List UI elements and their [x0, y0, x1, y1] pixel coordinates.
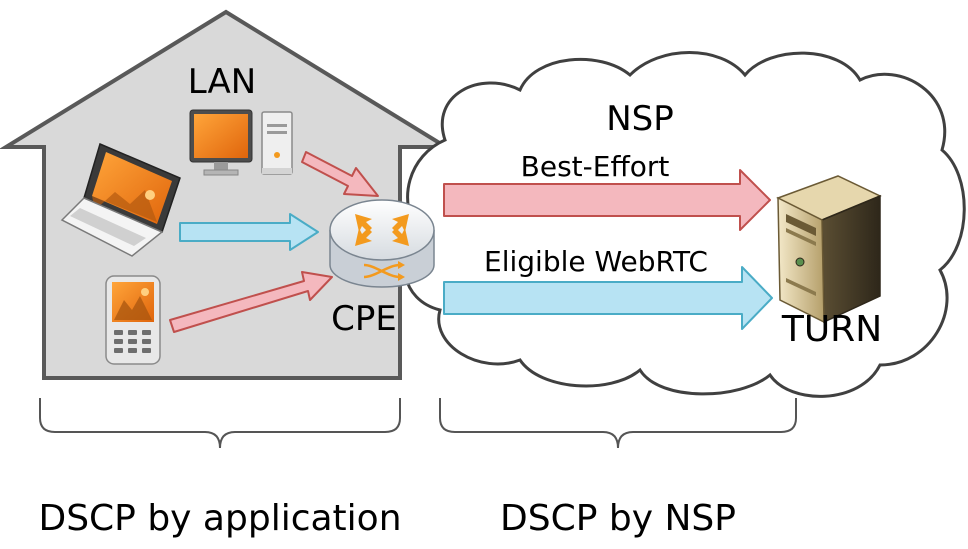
- best-effort-label: Best-Effort: [521, 150, 670, 183]
- arrow-eligible-webrtc: [443, 266, 773, 330]
- dscp-by-nsp-label: DSCP by NSP: [500, 498, 736, 539]
- mobile-phone-icon: [105, 275, 161, 365]
- lan-label: LAN: [188, 62, 256, 102]
- server-tower-icon: [776, 175, 882, 324]
- nsp-label: NSP: [606, 99, 674, 139]
- turn-label: TURN: [781, 309, 882, 350]
- brace-right: [439, 398, 797, 449]
- brace-left: [39, 398, 401, 449]
- arrow-best-effort: [443, 169, 771, 231]
- router-icon: [329, 199, 435, 288]
- cpe-label: CPE: [331, 299, 397, 339]
- eligible-webrtc-label: Eligible WebRTC: [484, 245, 708, 278]
- dscp-by-application-label: DSCP by application: [38, 498, 401, 539]
- arrow-desktop-to-cpe: [301, 151, 379, 197]
- arrow-phone-to-cpe: [169, 271, 333, 333]
- arrow-laptop-to-cpe: [179, 213, 319, 251]
- laptop-icon: [60, 142, 181, 257]
- desktop-computer-icon: [189, 109, 293, 176]
